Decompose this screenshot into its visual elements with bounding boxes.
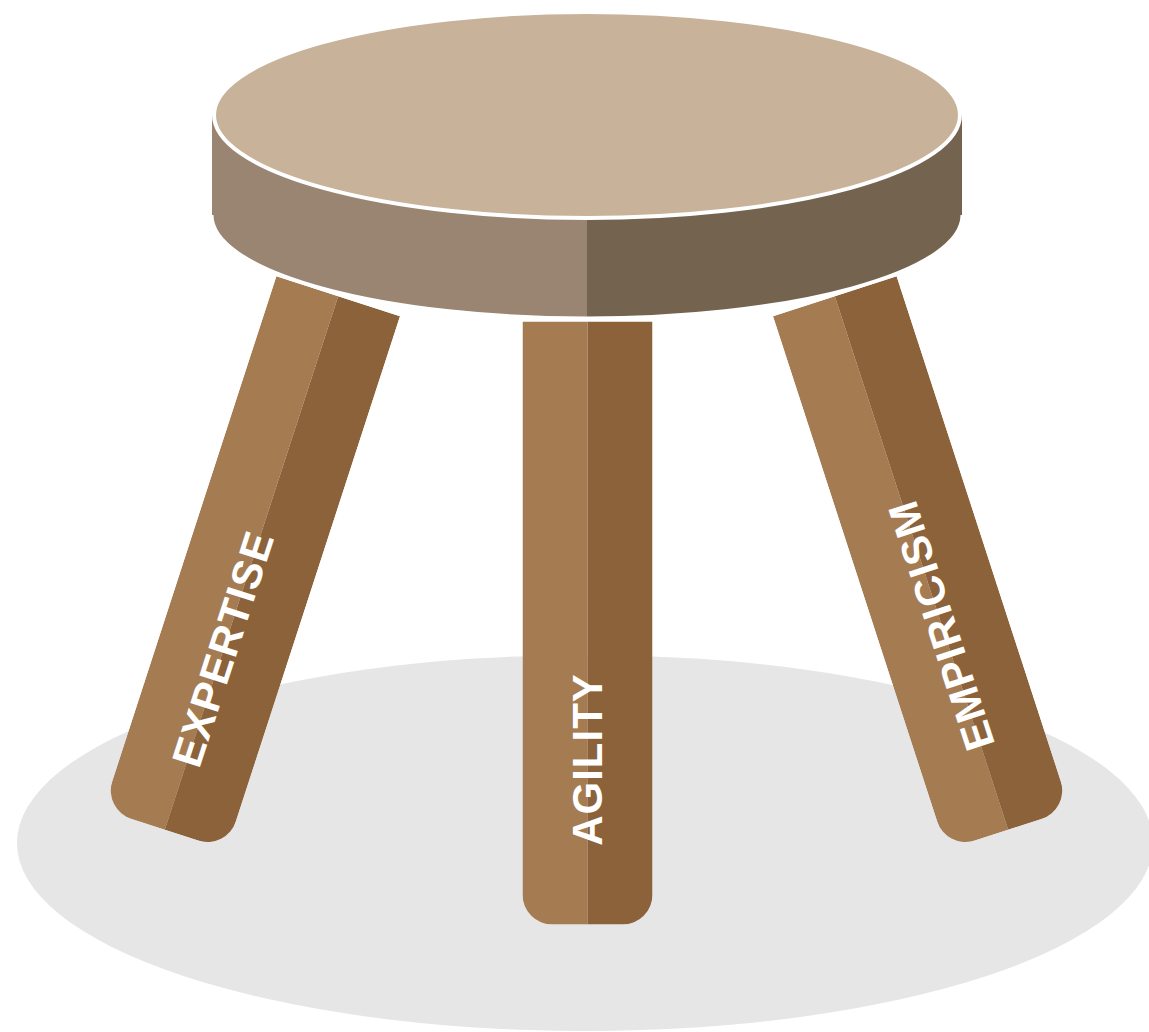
seat-top <box>214 12 960 218</box>
stool-leg: AGILITY <box>522 322 652 925</box>
leg-label: AGILITY <box>522 610 652 910</box>
